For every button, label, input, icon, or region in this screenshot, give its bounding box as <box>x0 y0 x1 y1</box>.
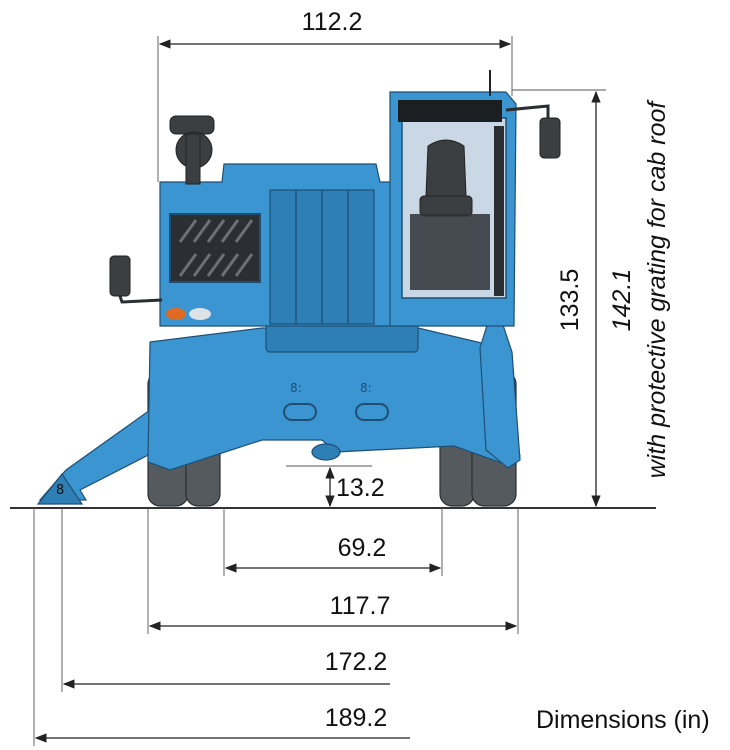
dim-outrigger-full: 189.2 <box>33 508 410 746</box>
cab-roof-grating <box>398 100 502 122</box>
left-pad-mark: 8 <box>56 483 64 498</box>
operator-seat <box>425 139 467 197</box>
tail-light-left-white <box>189 308 211 320</box>
dim-ground-clearance: 13.2 <box>286 465 385 508</box>
tail-light-left-amber <box>166 308 186 320</box>
left-mirror <box>109 255 131 297</box>
undercarriage-slot-left <box>283 403 317 421</box>
dim-axle-width-label: 117.7 <box>330 592 391 620</box>
dim-outrigger-half-label: 172.2 <box>325 648 388 676</box>
exhaust-pipe <box>185 133 201 185</box>
hitch-pin <box>311 443 341 461</box>
undercarriage-slot-right <box>355 403 389 421</box>
dim-heights: 133.5 142.1 with protective grating for … <box>512 89 671 508</box>
right-mirror-arm <box>505 104 550 120</box>
material-handler-illustration: 8 8: 8: <box>36 70 561 507</box>
grating-note: with protective grating for cab roof <box>643 99 671 479</box>
hydraulic-fitting-right: 8: <box>360 381 372 395</box>
left-outrigger-pad <box>36 472 84 505</box>
dim-top-width: 112.2 <box>157 8 513 182</box>
right-outrigger-arm <box>479 315 521 469</box>
dim-top-width-label: 112.2 <box>302 8 363 36</box>
hydraulic-fitting-left: 8: <box>290 381 302 395</box>
left-mirror-arm <box>118 295 163 304</box>
dim-ground-clearance-label: 13.2 <box>336 474 385 502</box>
right-mirror <box>539 117 561 159</box>
dim-height-cab-label: 133.5 <box>556 269 584 332</box>
dim-track-width-label: 69.2 <box>338 534 387 562</box>
units-label: Dimensions (in) <box>536 706 710 734</box>
dim-outrigger-half: 172.2 <box>61 508 390 692</box>
grille-vents <box>178 219 254 277</box>
cab-controls <box>410 214 490 290</box>
dim-track-width: 69.2 <box>223 508 443 576</box>
air-filter <box>169 115 215 135</box>
dim-outrigger-full-label: 189.2 <box>325 704 388 732</box>
dim-height-grating-label: 142.1 <box>608 269 636 332</box>
cab-door-frame <box>494 126 504 296</box>
dim-axle-width: 117.7 <box>147 508 519 634</box>
seat-base <box>419 195 473 217</box>
